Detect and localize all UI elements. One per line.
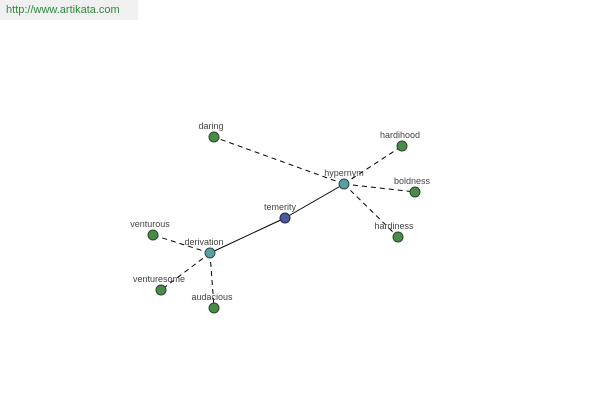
node-label-daring[interactable]: daring bbox=[198, 121, 223, 131]
node-label-venturous[interactable]: venturous bbox=[130, 219, 170, 229]
edge-temerity-derivation bbox=[209, 217, 286, 254]
edge-derivation-venturesome bbox=[160, 252, 211, 291]
graph-labels: temerity hypernym derivation daring hardihoo… bbox=[130, 121, 430, 302]
node-label-boldness[interactable]: boldness bbox=[394, 176, 431, 186]
edge-temerity-hypernym bbox=[284, 183, 345, 219]
node-venturous[interactable] bbox=[147, 229, 159, 241]
graph-edges bbox=[152, 136, 416, 309]
edge-hypernym-hardihood bbox=[343, 145, 403, 185]
node-boldness[interactable] bbox=[409, 186, 421, 198]
node-label-temerity[interactable]: temerity bbox=[264, 202, 297, 212]
edge-hypernym-hardiness bbox=[343, 183, 399, 238]
url-banner[interactable]: http://www.artikata.com bbox=[0, 0, 138, 20]
node-label-hardihood[interactable]: hardihood bbox=[380, 130, 420, 140]
node-hardihood[interactable] bbox=[396, 140, 408, 152]
node-label-venturesome[interactable]: venturesome bbox=[133, 274, 185, 284]
node-label-audacious[interactable]: audacious bbox=[191, 292, 233, 302]
edge-hypernym-boldness bbox=[343, 183, 416, 193]
node-daring[interactable] bbox=[208, 131, 220, 143]
node-derivation[interactable] bbox=[204, 247, 216, 259]
node-label-hypernym[interactable]: hypernym bbox=[324, 168, 364, 178]
node-audacious[interactable] bbox=[208, 302, 220, 314]
url-link[interactable]: http://www.artikata.com bbox=[6, 4, 120, 16]
node-temerity[interactable] bbox=[279, 212, 291, 224]
node-label-derivation[interactable]: derivation bbox=[184, 237, 223, 247]
edge-derivation-venturous bbox=[152, 234, 211, 254]
graph-nodes bbox=[147, 131, 421, 314]
node-venturesome[interactable] bbox=[155, 284, 167, 296]
edge-derivation-audacious bbox=[209, 252, 215, 309]
node-hardiness[interactable] bbox=[392, 231, 404, 243]
node-label-hardiness[interactable]: hardiness bbox=[374, 221, 414, 231]
node-hypernym[interactable] bbox=[338, 178, 350, 190]
